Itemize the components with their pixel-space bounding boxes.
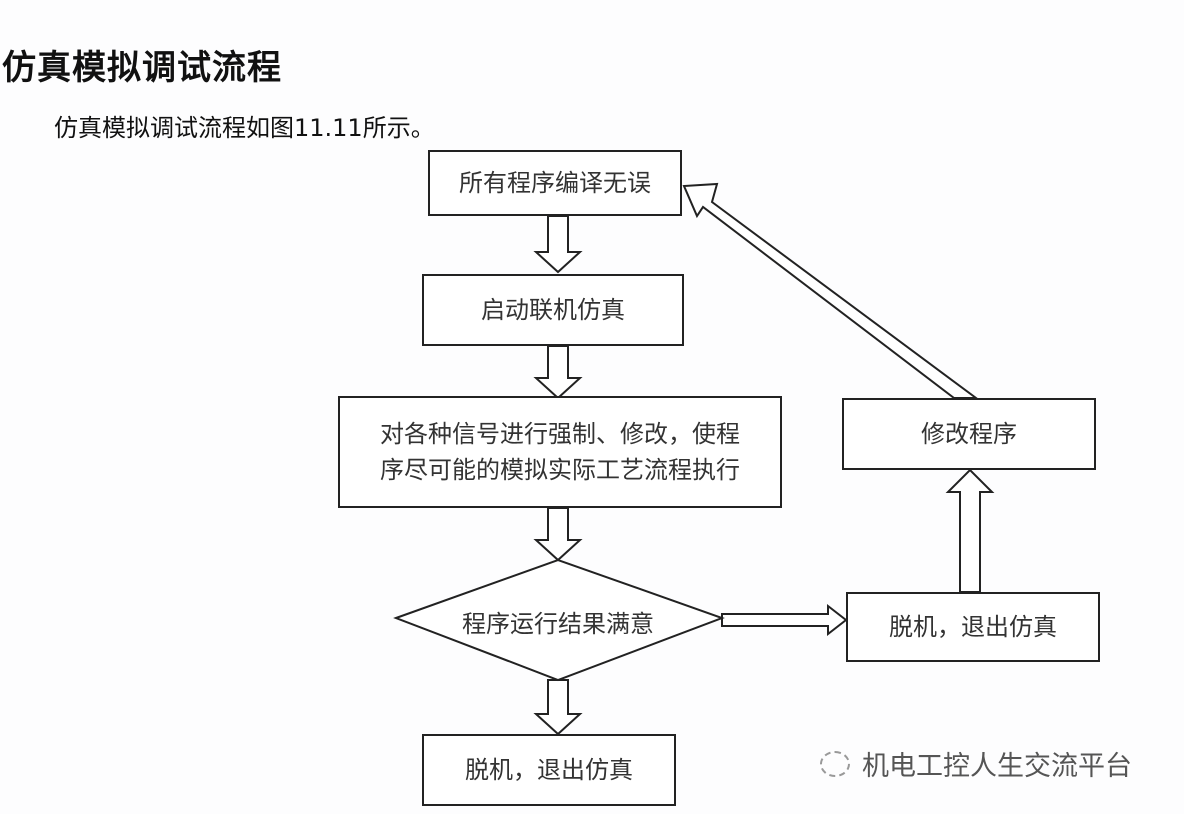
- arrow-modify-to-compile: [682, 182, 980, 399]
- arrow-start-to-force: [533, 345, 583, 400]
- node-compile: 所有程序编译无误: [428, 150, 682, 216]
- node-modify-label: 修改程序: [921, 420, 1017, 448]
- node-exit-fail-label: 脱机，退出仿真: [889, 613, 1057, 641]
- node-force-signals-line2: 序尽可能的模拟实际工艺流程执行: [380, 456, 740, 484]
- node-force-signals: 对各种信号进行强制、修改，使程 序尽可能的模拟实际工艺流程执行: [338, 396, 782, 508]
- node-start-sim: 启动联机仿真: [422, 274, 684, 346]
- arrow-compile-to-start: [533, 215, 583, 274]
- node-compile-label: 所有程序编译无误: [459, 169, 651, 197]
- arrow-check-to-exit-ok: [533, 679, 583, 736]
- arrow-check-to-exit-fail: [721, 603, 848, 637]
- arrow-exit-fail-to-modify: [945, 468, 995, 593]
- node-start-sim-label: 启动联机仿真: [481, 296, 625, 324]
- page-title: 仿真模拟调试流程: [2, 48, 282, 88]
- wechat-icon: [820, 750, 850, 777]
- node-force-signals-line1: 对各种信号进行强制、修改，使程: [380, 420, 740, 448]
- arrow-force-to-check: [533, 507, 583, 562]
- watermark: 机电工控人生交流平台: [820, 744, 1132, 783]
- decision-diamond: [393, 558, 725, 682]
- node-exit-ok-label: 脱机，退出仿真: [465, 756, 633, 784]
- intro-text: 仿真模拟调试流程如图11.11所示。: [54, 114, 435, 142]
- node-modify: 修改程序: [842, 398, 1096, 470]
- node-check-label: 程序运行结果满意: [462, 610, 654, 638]
- node-exit-fail: 脱机，退出仿真: [846, 592, 1100, 662]
- watermark-text: 机电工控人生交流平台: [862, 751, 1132, 782]
- node-exit-ok: 脱机，退出仿真: [422, 734, 676, 806]
